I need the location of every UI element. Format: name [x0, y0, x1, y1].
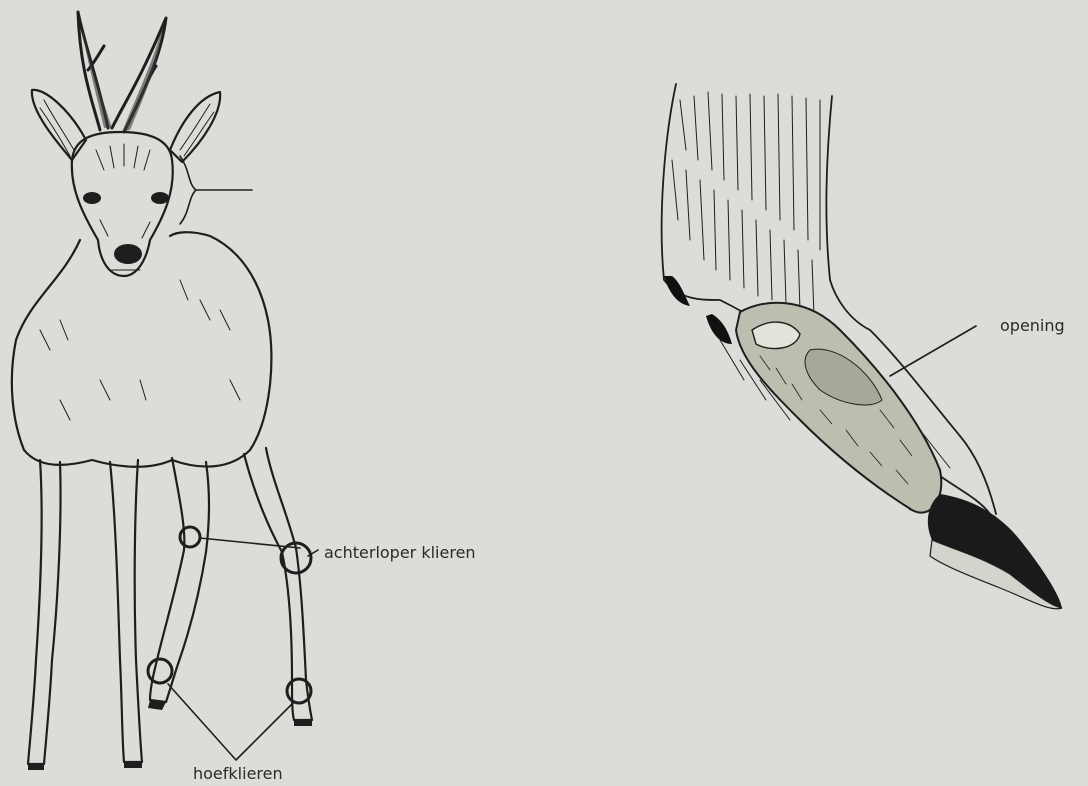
- body: [12, 232, 272, 467]
- antlers: [78, 12, 166, 132]
- legs: [28, 448, 312, 770]
- label-achterloper-klieren: achterloper klieren: [324, 545, 476, 561]
- hoof-section-illustration: [662, 84, 1062, 609]
- opening-pointer: [890, 326, 976, 376]
- head: [72, 132, 173, 276]
- hoof-gland-markers: [148, 659, 311, 760]
- neck-gland-bracket: [180, 156, 252, 224]
- label-hoefklieren: hoefklieren: [193, 766, 283, 782]
- roe-deer-illustration: [12, 12, 312, 770]
- label-opening: opening: [1000, 318, 1065, 334]
